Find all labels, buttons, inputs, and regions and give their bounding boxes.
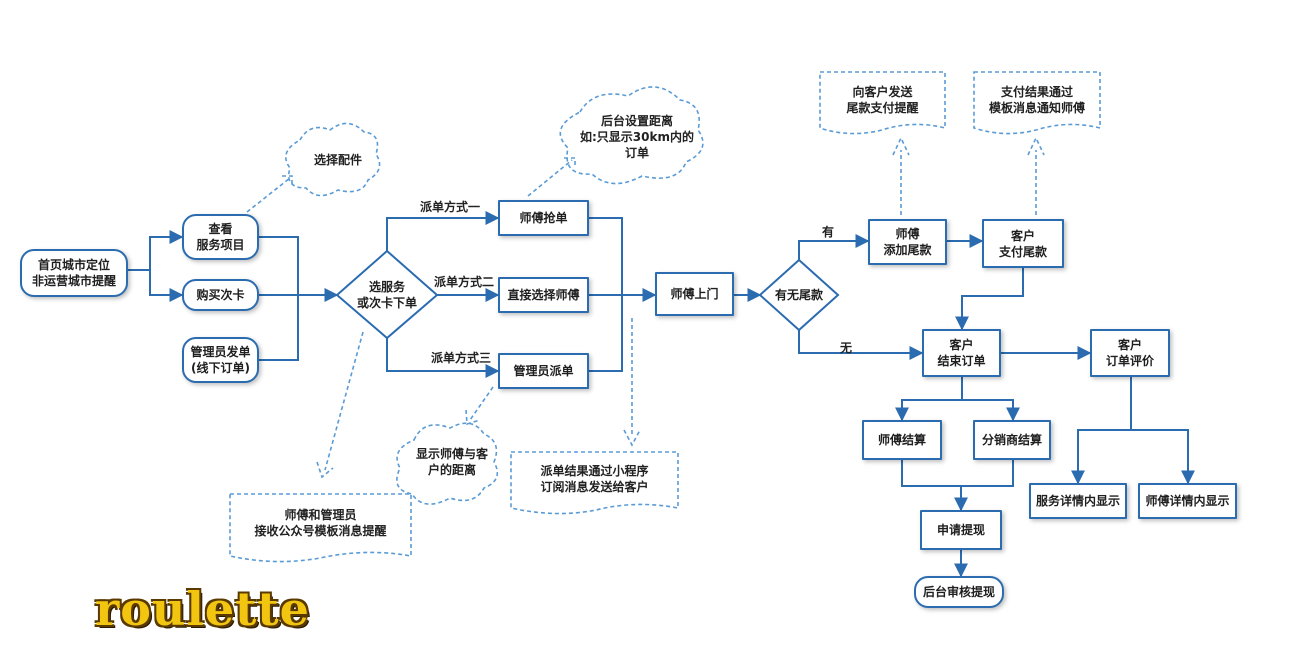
node-apply-withdraw: 申请提现 [920,510,1002,550]
node-grab-order: 师傅抢单 [498,200,589,236]
edge-start-branch [128,230,184,271]
dashed-arrow-parts [246,175,293,213]
node-select-service: 选服务 或次卡下单 [356,280,417,310]
edge-distributor-withdraw [961,460,1014,487]
node-service-detail: 服务详情内显示 [1029,483,1127,519]
edge-no [798,330,924,360]
dashed-up-payment [1027,136,1045,215]
node-end-order: 客户 结束订单 [922,329,1001,377]
edge-evaluate-master [1131,429,1195,485]
dashed-arrow-show-distance [465,386,494,426]
diamond-balance [758,258,840,332]
edge-method3 [386,338,500,378]
note-choose-parts: 选择配件 [313,153,362,167]
node-start: 首页城市定位 非运营城市提醒 [20,249,128,297]
dashed-up-reminder [892,136,910,215]
edge-label-no: 无 [840,341,853,355]
note-show-distance: 显示师傅与客 户的距离 [415,447,488,477]
edge-settle-withdraw [901,460,968,512]
node-direct-select: 直接选择师傅 [498,277,589,313]
edge-label-method2: 派单方式二 [434,275,495,289]
edge-label-yes: 有 [822,225,835,239]
edge-evaluate-split [1071,377,1132,485]
edge-end-distributor [962,399,1020,422]
node-evaluate: 客户 订单评价 [1090,329,1170,377]
edge-method1 [386,211,500,251]
edge-label-method3: 派单方式三 [431,351,492,365]
cloud-distance [559,86,704,185]
node-add-balance: 师傅 添加尾款 [868,219,947,265]
cloud-choose-parts [284,122,381,197]
flag-template-notice [229,493,412,563]
edge-yes [798,234,870,260]
node-review-withdraw: 后台审核提现 [914,576,1004,608]
node-buy-card: 购买次卡 [182,279,259,311]
node-master-settle: 师傅结算 [862,420,942,460]
edge-start-buy [149,270,184,302]
dashed-arrow-notice [316,331,364,479]
dashed-arrow-distance [527,157,576,197]
node-master-detail: 师傅详情内显示 [1138,483,1237,519]
edge-pay-end [955,268,1024,331]
node-distributor-settle: 分销商结算 [973,420,1051,460]
edge-view-merge [259,236,299,361]
note-dispatch-result: 派单结果通过小程序 订阅消息发送给客户 [540,464,649,494]
node-master-visit: 师傅上门 [655,272,734,316]
note-distance-setting: 后台设置距离 如:只显示30km内的 订单 [580,114,694,160]
note-payment-result: 支付结果通过 模板消息通知师傅 [988,85,1085,115]
edge-label-method1: 派单方式一 [420,200,481,214]
node-admin-order: 管理员发单 (线下订单) [182,337,259,383]
node-admin-dispatch: 管理员派单 [498,353,589,389]
node-balance-question: 有无尾款 [774,288,823,302]
edge-end-settle [895,377,963,422]
dashed-arrow-dispatch-result [623,318,641,447]
note-template-notice: 师傅和管理员 接收公众号模板消息提醒 [254,508,387,538]
node-view-services: 查看 服务项目 [182,214,259,260]
diamond-select-service [335,249,439,340]
note-balance-reminder: 向客户发送 尾款支付提醒 [846,85,919,115]
flag-payment-result [973,71,1101,135]
watermark-logo: roulette [95,582,310,636]
cloud-show-distance [396,422,499,505]
node-pay-balance: 客户 支付尾款 [982,219,1064,268]
